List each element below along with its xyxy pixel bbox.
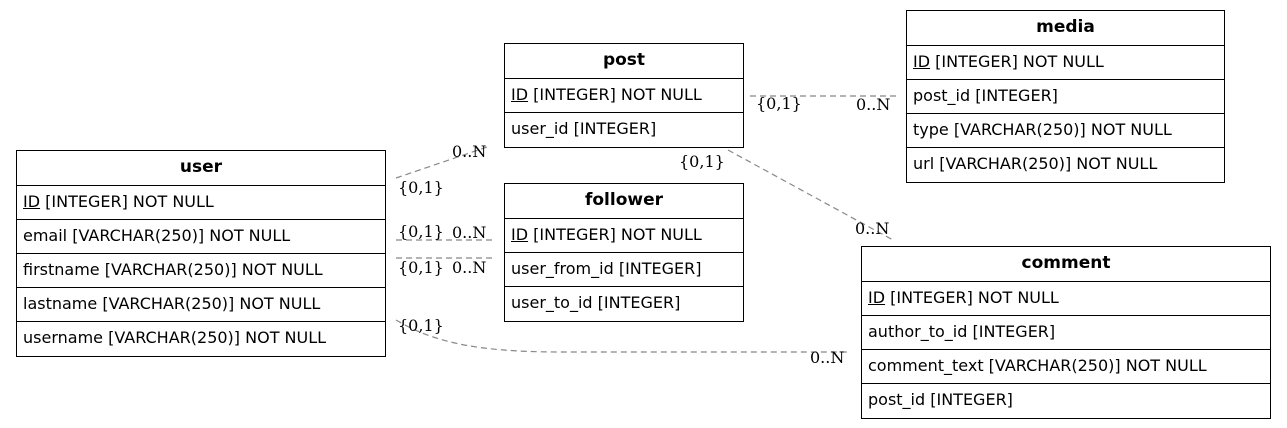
cardinality-label: 0..N bbox=[810, 348, 845, 367]
cardinality-label: 0..N bbox=[452, 258, 487, 277]
primary-key: ID bbox=[511, 85, 529, 104]
attribute-row: email [VARCHAR(250)] NOT NULL bbox=[17, 220, 385, 254]
attribute-text: [INTEGER] NOT NULL bbox=[930, 52, 1104, 71]
entity-title: follower bbox=[505, 184, 743, 219]
attribute-text: user_from_id [INTEGER] bbox=[511, 259, 702, 278]
attribute-text: [INTEGER] NOT NULL bbox=[528, 85, 702, 104]
attribute-text: username [VARCHAR(250)] NOT NULL bbox=[23, 328, 327, 347]
primary-key: ID bbox=[23, 192, 41, 211]
attribute-text: author_to_id [INTEGER] bbox=[868, 322, 1056, 341]
attribute-row: username [VARCHAR(250)] NOT NULL bbox=[17, 322, 385, 356]
attribute-row: ID [INTEGER] NOT NULL bbox=[17, 186, 385, 220]
attribute-text: user_id [INTEGER] bbox=[511, 119, 657, 138]
cardinality-label: {0,1} bbox=[398, 258, 444, 277]
attribute-row: post_id [INTEGER] bbox=[907, 80, 1224, 114]
attribute-text: email [VARCHAR(250)] NOT NULL bbox=[23, 226, 291, 245]
edge-user-post bbox=[395, 145, 491, 179]
attribute-row: post_id [INTEGER] bbox=[862, 384, 1270, 418]
attribute-row: type [VARCHAR(250)] NOT NULL bbox=[907, 114, 1224, 148]
cardinality-label: 0..N bbox=[856, 95, 891, 114]
cardinality-label: {0,1} bbox=[398, 222, 444, 241]
primary-key: ID bbox=[868, 288, 886, 307]
attribute-row: user_to_id [INTEGER] bbox=[505, 287, 743, 321]
cardinality-label: {0,1} bbox=[398, 178, 444, 197]
entity-title: post bbox=[505, 44, 743, 79]
entity-follower[interactable]: follower ID [INTEGER] NOT NULL user_from… bbox=[504, 183, 744, 322]
attribute-text: url [VARCHAR(250)] NOT NULL bbox=[913, 154, 1158, 173]
attribute-text: user_to_id [INTEGER] bbox=[511, 293, 681, 312]
entity-media[interactable]: media ID [INTEGER] NOT NULL post_id [INT… bbox=[906, 10, 1225, 183]
attribute-row: lastname [VARCHAR(250)] NOT NULL bbox=[17, 288, 385, 322]
entity-title: comment bbox=[862, 247, 1270, 282]
attribute-row: firstname [VARCHAR(250)] NOT NULL bbox=[17, 254, 385, 288]
attribute-row: ID [INTEGER] NOT NULL bbox=[907, 46, 1224, 80]
primary-key: ID bbox=[913, 52, 931, 71]
attribute-row: comment_text [VARCHAR(250)] NOT NULL bbox=[862, 350, 1270, 384]
attribute-text: comment_text [VARCHAR(250)] NOT NULL bbox=[868, 356, 1207, 375]
attribute-text: [INTEGER] NOT NULL bbox=[528, 225, 702, 244]
cardinality-label: {0,1} bbox=[679, 152, 725, 171]
entity-user[interactable]: user ID [INTEGER] NOT NULL email [VARCHA… bbox=[16, 150, 386, 357]
attribute-row: author_to_id [INTEGER] bbox=[862, 316, 1270, 350]
cardinality-label: 0..N bbox=[452, 223, 487, 242]
attribute-text: post_id [INTEGER] bbox=[868, 390, 1013, 409]
primary-key: ID bbox=[511, 225, 529, 244]
entity-post[interactable]: post ID [INTEGER] NOT NULL user_id [INTE… bbox=[504, 43, 744, 148]
attribute-row: ID [INTEGER] NOT NULL bbox=[862, 282, 1270, 316]
entity-comment[interactable]: comment ID [INTEGER] NOT NULL author_to_… bbox=[861, 246, 1271, 419]
entity-title: user bbox=[17, 151, 385, 186]
attribute-row: user_id [INTEGER] bbox=[505, 113, 743, 147]
cardinality-label: {0,1} bbox=[756, 94, 802, 113]
attribute-text: lastname [VARCHAR(250)] NOT NULL bbox=[23, 294, 321, 313]
entity-title: media bbox=[907, 11, 1224, 46]
edge-user-comment bbox=[395, 319, 850, 353]
attribute-text: type [VARCHAR(250)] NOT NULL bbox=[913, 120, 1172, 139]
cardinality-label: {0,1} bbox=[398, 316, 444, 335]
cardinality-label: 0..N bbox=[855, 219, 890, 238]
attribute-text: [INTEGER] NOT NULL bbox=[885, 288, 1059, 307]
attribute-text: firstname [VARCHAR(250)] NOT NULL bbox=[23, 260, 323, 279]
attribute-row: url [VARCHAR(250)] NOT NULL bbox=[907, 148, 1224, 182]
edge-post-comment bbox=[727, 149, 894, 241]
attribute-text: post_id [INTEGER] bbox=[913, 86, 1058, 105]
attribute-row: user_from_id [INTEGER] bbox=[505, 253, 743, 287]
attribute-row: ID [INTEGER] NOT NULL bbox=[505, 79, 743, 113]
attribute-text: [INTEGER] NOT NULL bbox=[40, 192, 214, 211]
cardinality-label: 0..N bbox=[452, 142, 487, 161]
attribute-row: ID [INTEGER] NOT NULL bbox=[505, 219, 743, 253]
